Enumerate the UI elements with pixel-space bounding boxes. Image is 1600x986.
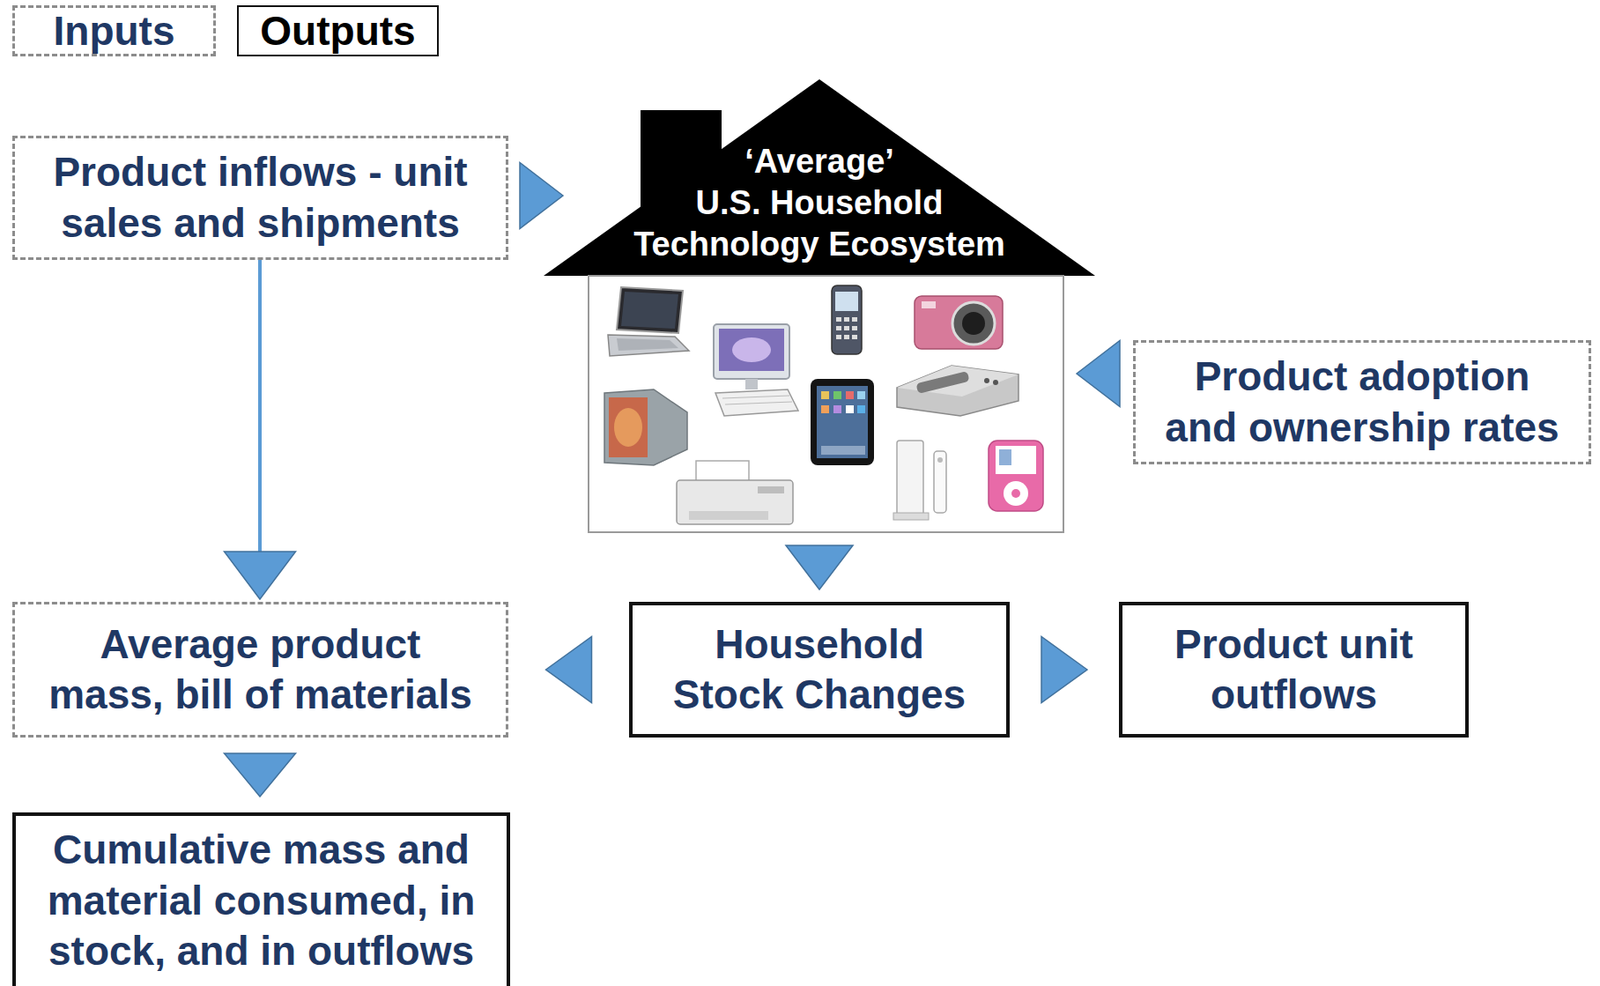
node-label: Product adoption and ownership rates: [1155, 351, 1570, 453]
flow-arrow: [508, 637, 630, 704]
house-roof: [543, 79, 1096, 276]
input-box: Product adoption and ownership rates: [1133, 340, 1592, 465]
laptop-icon: [607, 287, 689, 356]
arrow-head: [1076, 340, 1120, 408]
output-box: Cumulative mass and material consumed, i…: [12, 812, 511, 986]
flow-arrow: [1063, 340, 1134, 408]
house-room: [588, 275, 1064, 533]
legend-item: Outputs: [237, 5, 439, 57]
arrow-head: [546, 637, 593, 704]
node-label: Product inflows - unit sales and shipmen…: [23, 147, 497, 249]
node-label: Average product mass, bill of materials: [42, 619, 479, 721]
printer-icon: [676, 460, 793, 525]
arrow-head: [785, 545, 853, 590]
node-label: Household Stock Changes: [660, 619, 978, 721]
legend-item: Inputs: [12, 5, 216, 57]
legend-label: Inputs: [53, 8, 176, 54]
flow-arrow: [224, 737, 297, 813]
phone-icon: [831, 285, 862, 355]
node-label: ‘Average’ U.S. Household Technology Ecos…: [633, 142, 1006, 263]
output-box: Product unit outflows: [1118, 601, 1469, 738]
crt-television-icon: [604, 389, 688, 466]
music-player-icon: [988, 440, 1044, 512]
dvd-player-icon: [896, 365, 1019, 416]
node-label: Cumulative mass and material consumed, i…: [24, 824, 498, 978]
desktop-computer-icon: [713, 324, 799, 416]
arrow-head: [224, 753, 297, 797]
tablet-icon: [810, 378, 875, 466]
flow-arrow: [224, 259, 297, 600]
connector-line: [258, 259, 262, 554]
arrow-head: [1041, 637, 1088, 704]
flow-arrow: [1009, 637, 1119, 704]
flow-arrow: [508, 162, 641, 230]
arrow-head: [224, 551, 297, 600]
roof-text-area: ‘Average’ U.S. Household Technology Ecos…: [599, 140, 1040, 266]
camera-icon: [914, 296, 1003, 349]
flow-arrow: [785, 533, 853, 602]
input-box: Product inflows - unit sales and shipmen…: [12, 135, 509, 260]
output-box: Household Stock Changes: [629, 601, 1010, 738]
household-house: ‘Average’ U.S. Household Technology Ecos…: [543, 79, 1096, 534]
arrow-head: [519, 162, 563, 230]
input-box: Average product mass, bill of materials: [12, 601, 509, 738]
node-label: Product unit outflows: [1135, 619, 1453, 721]
game-console-icon: [893, 440, 947, 520]
legend-label: Outputs: [259, 8, 415, 54]
